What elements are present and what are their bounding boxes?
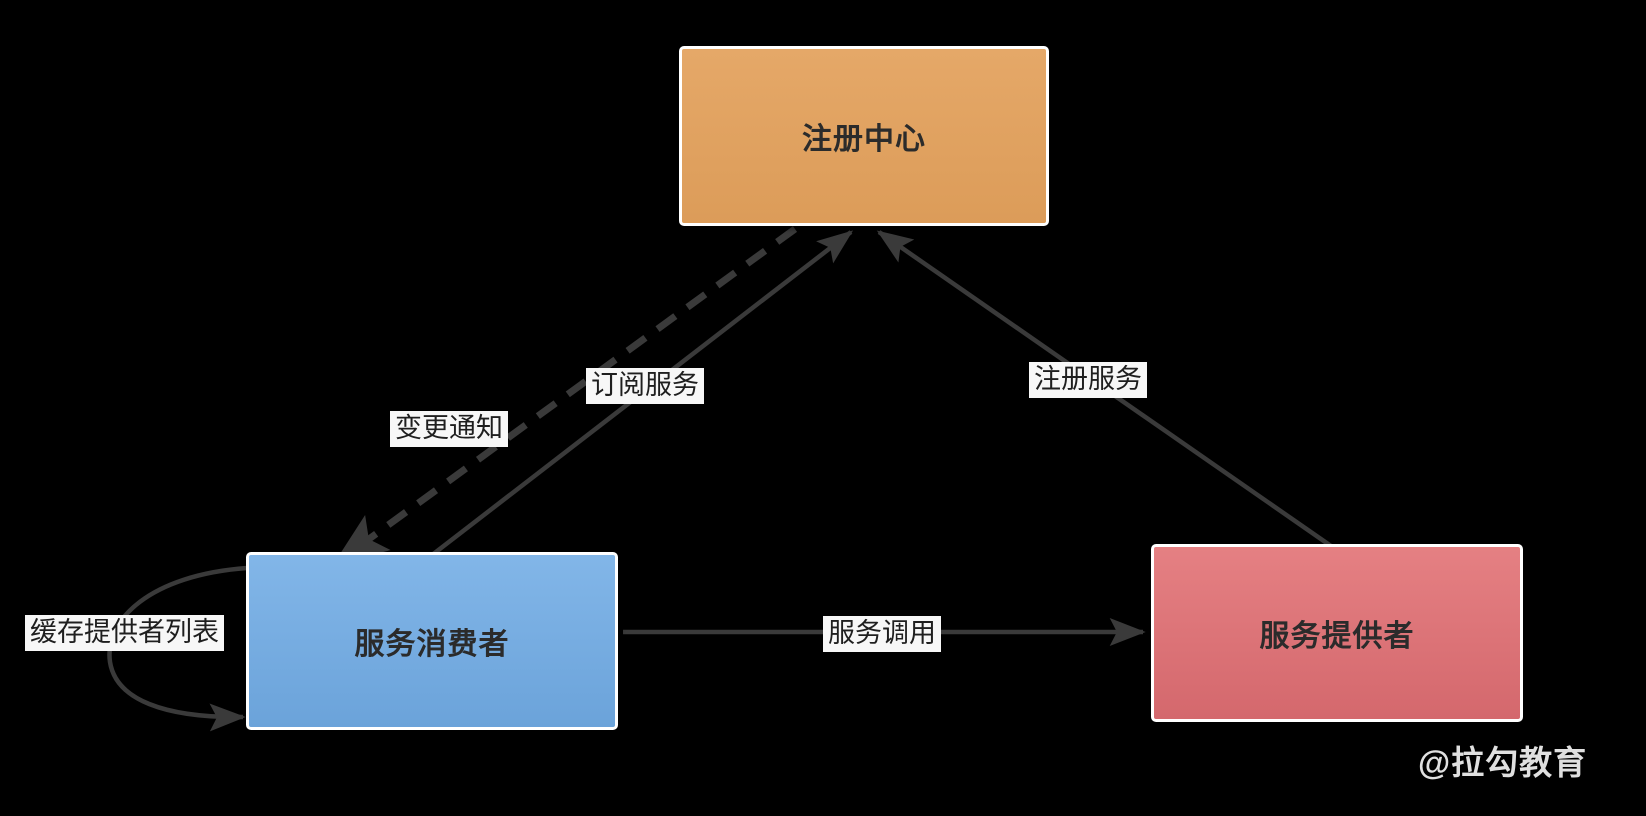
edge-line-cache-list bbox=[107, 565, 248, 732]
node-registry-center-label: 注册中心 bbox=[802, 123, 926, 156]
node-service-consumer-label: 服务消费者 bbox=[354, 628, 510, 661]
node-service-provider[interactable]: 服务提供者 bbox=[1151, 544, 1523, 722]
edge-label-change-notify: 变更通知 bbox=[390, 411, 508, 448]
edge-label-cache-provider-list: 缓存提供者列表 bbox=[25, 615, 224, 652]
edge-label-register: 注册服务 bbox=[1029, 362, 1147, 399]
node-service-provider-label: 服务提供者 bbox=[1259, 620, 1415, 653]
node-registry-center[interactable]: 注册中心 bbox=[679, 46, 1049, 226]
edge-label-invoke: 服务调用 bbox=[823, 616, 941, 653]
edge-label-subscribe: 订阅服务 bbox=[586, 368, 704, 405]
watermark: @拉勾教育 bbox=[1418, 744, 1588, 781]
node-service-consumer[interactable]: 服务消费者 bbox=[246, 552, 618, 730]
edge-line-change-notify bbox=[332, 226, 798, 566]
